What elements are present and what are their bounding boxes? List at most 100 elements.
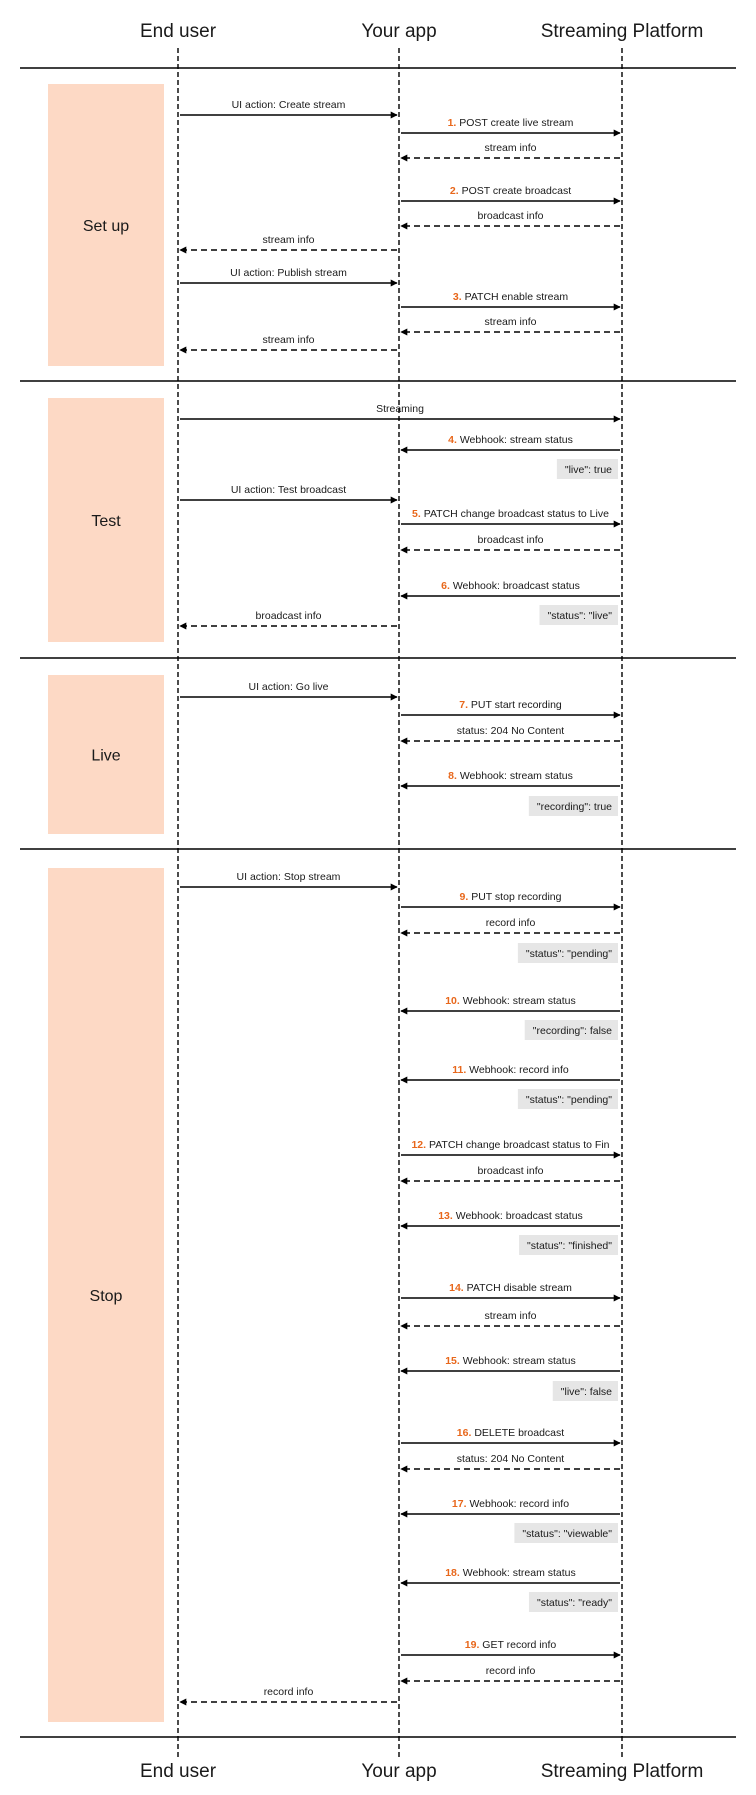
step-number: 4. [448,434,460,446]
note-text: "recording": true [537,801,612,813]
message-label: 1. POST create live stream [448,117,574,129]
message-label: 8. Webhook: stream status [448,770,573,782]
phase-box [48,398,164,642]
actor-footer: End user [140,1761,217,1782]
step-number: 7. [459,699,471,711]
message-label: stream info [485,1310,537,1322]
step-number: 2. [450,185,462,197]
note-box [552,1381,618,1401]
message-text: status: 204 No Content [457,1453,564,1465]
message-text: stream info [485,316,537,328]
message-text: GET record info [482,1639,556,1651]
step-number: 3. [453,291,465,303]
message-label: 2. POST create broadcast [450,185,571,197]
phase-box [48,675,164,834]
message-label: 17. Webhook: record info [452,1498,569,1510]
note-box [556,459,618,479]
message-text: Webhook: record info [469,1064,569,1076]
message-text: Webhook: record info [469,1498,569,1510]
message-label: stream info [485,316,537,328]
actor-footer: Your app [361,1761,436,1782]
message-text: UI action: Stop stream [237,871,341,883]
message-text: PATCH enable stream [465,291,569,303]
message-text: broadcast info [478,534,544,546]
step-number: 14. [449,1282,467,1294]
message-text: POST create live stream [459,117,573,129]
message-text: UI action: Publish stream [230,267,347,279]
message-text: Webhook: stream status [463,1567,576,1579]
step-number: 11. [452,1064,469,1076]
message-label: stream info [263,234,315,246]
step-number: 16. [457,1427,475,1439]
message-label: broadcast info [256,610,322,622]
step-number: 19. [465,1639,483,1651]
message-label: stream info [485,142,537,154]
note-box [517,1089,618,1109]
message-text: PATCH change broadcast status to Live [424,508,609,520]
message-label: 4. Webhook: stream status [448,434,573,446]
note-text: "status": "live" [547,610,612,622]
step-number: 17. [452,1498,470,1510]
message-text: broadcast info [256,610,322,622]
message-text: broadcast info [478,210,544,222]
message-text: PATCH disable stream [467,1282,572,1294]
step-number: 6. [441,580,453,592]
message-label: status: 204 No Content [457,725,564,737]
actor-footer: Streaming Platform [541,1761,704,1782]
actor-header: Your app [361,21,436,42]
note-box [528,796,618,816]
phase-label: Set up [83,218,129,235]
message-label: 14. PATCH disable stream [449,1282,572,1294]
message-text: broadcast info [478,1165,544,1177]
message-text: stream info [485,142,537,154]
message-text: PATCH change broadcast status to Fin [429,1139,610,1151]
message-label: record info [264,1686,314,1698]
message-text: stream info [263,234,315,246]
note-box [539,605,618,625]
message-text: UI action: Test broadcast [231,484,346,496]
step-number: 12. [411,1139,429,1151]
message-label: 6. Webhook: broadcast status [441,580,580,592]
note-box [524,1020,618,1040]
phase-label: Live [91,748,120,765]
step-number: 10. [445,995,463,1007]
message-text: status: 204 No Content [457,725,564,737]
message-label: broadcast info [478,534,544,546]
message-text: UI action: Create stream [232,99,346,111]
message-label: UI action: Go live [249,681,329,693]
phase-label: Test [91,513,121,530]
message-label: 18. Webhook: stream status [445,1567,576,1579]
phase-box [48,84,164,366]
message-label: UI action: Create stream [232,99,346,111]
message-label: broadcast info [478,210,544,222]
message-text: Webhook: stream status [463,995,576,1007]
message-label: 15. Webhook: stream status [445,1355,576,1367]
message-label: broadcast info [478,1165,544,1177]
message-label: UI action: Test broadcast [231,484,346,496]
message-text: Webhook: stream status [460,770,573,782]
message-text: DELETE broadcast [474,1427,564,1439]
note-text: "live": false [561,1386,612,1398]
message-text: POST create broadcast [462,185,572,197]
note-box [528,1592,618,1612]
message-label: 19. GET record info [465,1639,557,1651]
message-text: PUT stop recording [471,891,561,903]
note-box [517,943,618,963]
message-label: 7. PUT start recording [459,699,562,711]
note-text: "status": "viewable" [522,1528,612,1540]
step-number: 5. [412,508,424,520]
phase-label: Stop [90,1288,123,1305]
message-text: stream info [485,1310,537,1322]
note-box [514,1523,618,1543]
message-label: 5. PATCH change broadcast status to Live [412,508,609,520]
message-label: 13. Webhook: broadcast status [438,1210,583,1222]
message-text: Webhook: broadcast status [456,1210,583,1222]
message-label: 9. PUT stop recording [460,891,562,903]
message-text: record info [486,917,536,929]
message-label: 10. Webhook: stream status [445,995,576,1007]
note-text: "status": "finished" [527,1240,612,1252]
note-text: "status": "pending" [526,948,612,960]
step-number: 13. [438,1210,456,1222]
note-text: "live": true [565,464,612,476]
